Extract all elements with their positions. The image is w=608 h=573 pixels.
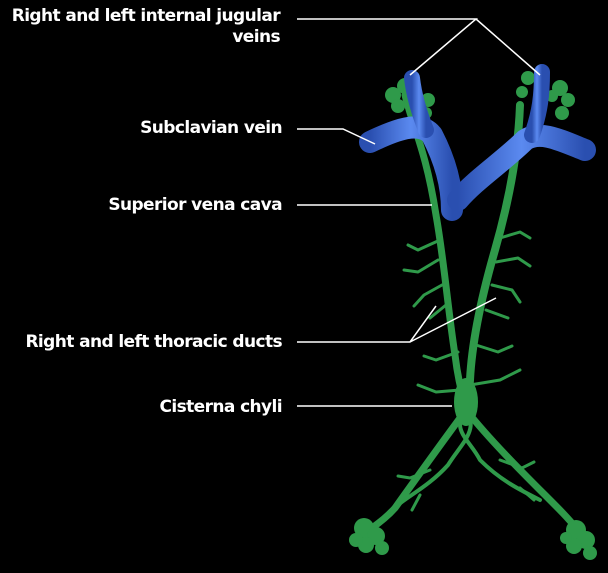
cisterna-chyli-shape [454,378,478,426]
leader-line-thoracic [297,298,496,342]
label-jugular-line1: Right and left internal jugular [12,6,280,27]
label-subclavian-vein: Subclavian vein [140,118,282,139]
label-jugular-line2: veins [12,27,280,48]
leader-line-jugular [297,19,540,75]
label-superior-vena-cava: Superior vena cava [108,195,282,216]
label-thoracic-ducts: Right and left thoracic ducts [25,332,282,353]
label-cisterna-chyli: Cisterna chyli [160,397,282,418]
lymphatic-vessels [372,95,576,528]
label-internal-jugular-veins: Right and left internal jugular veins [12,6,280,48]
